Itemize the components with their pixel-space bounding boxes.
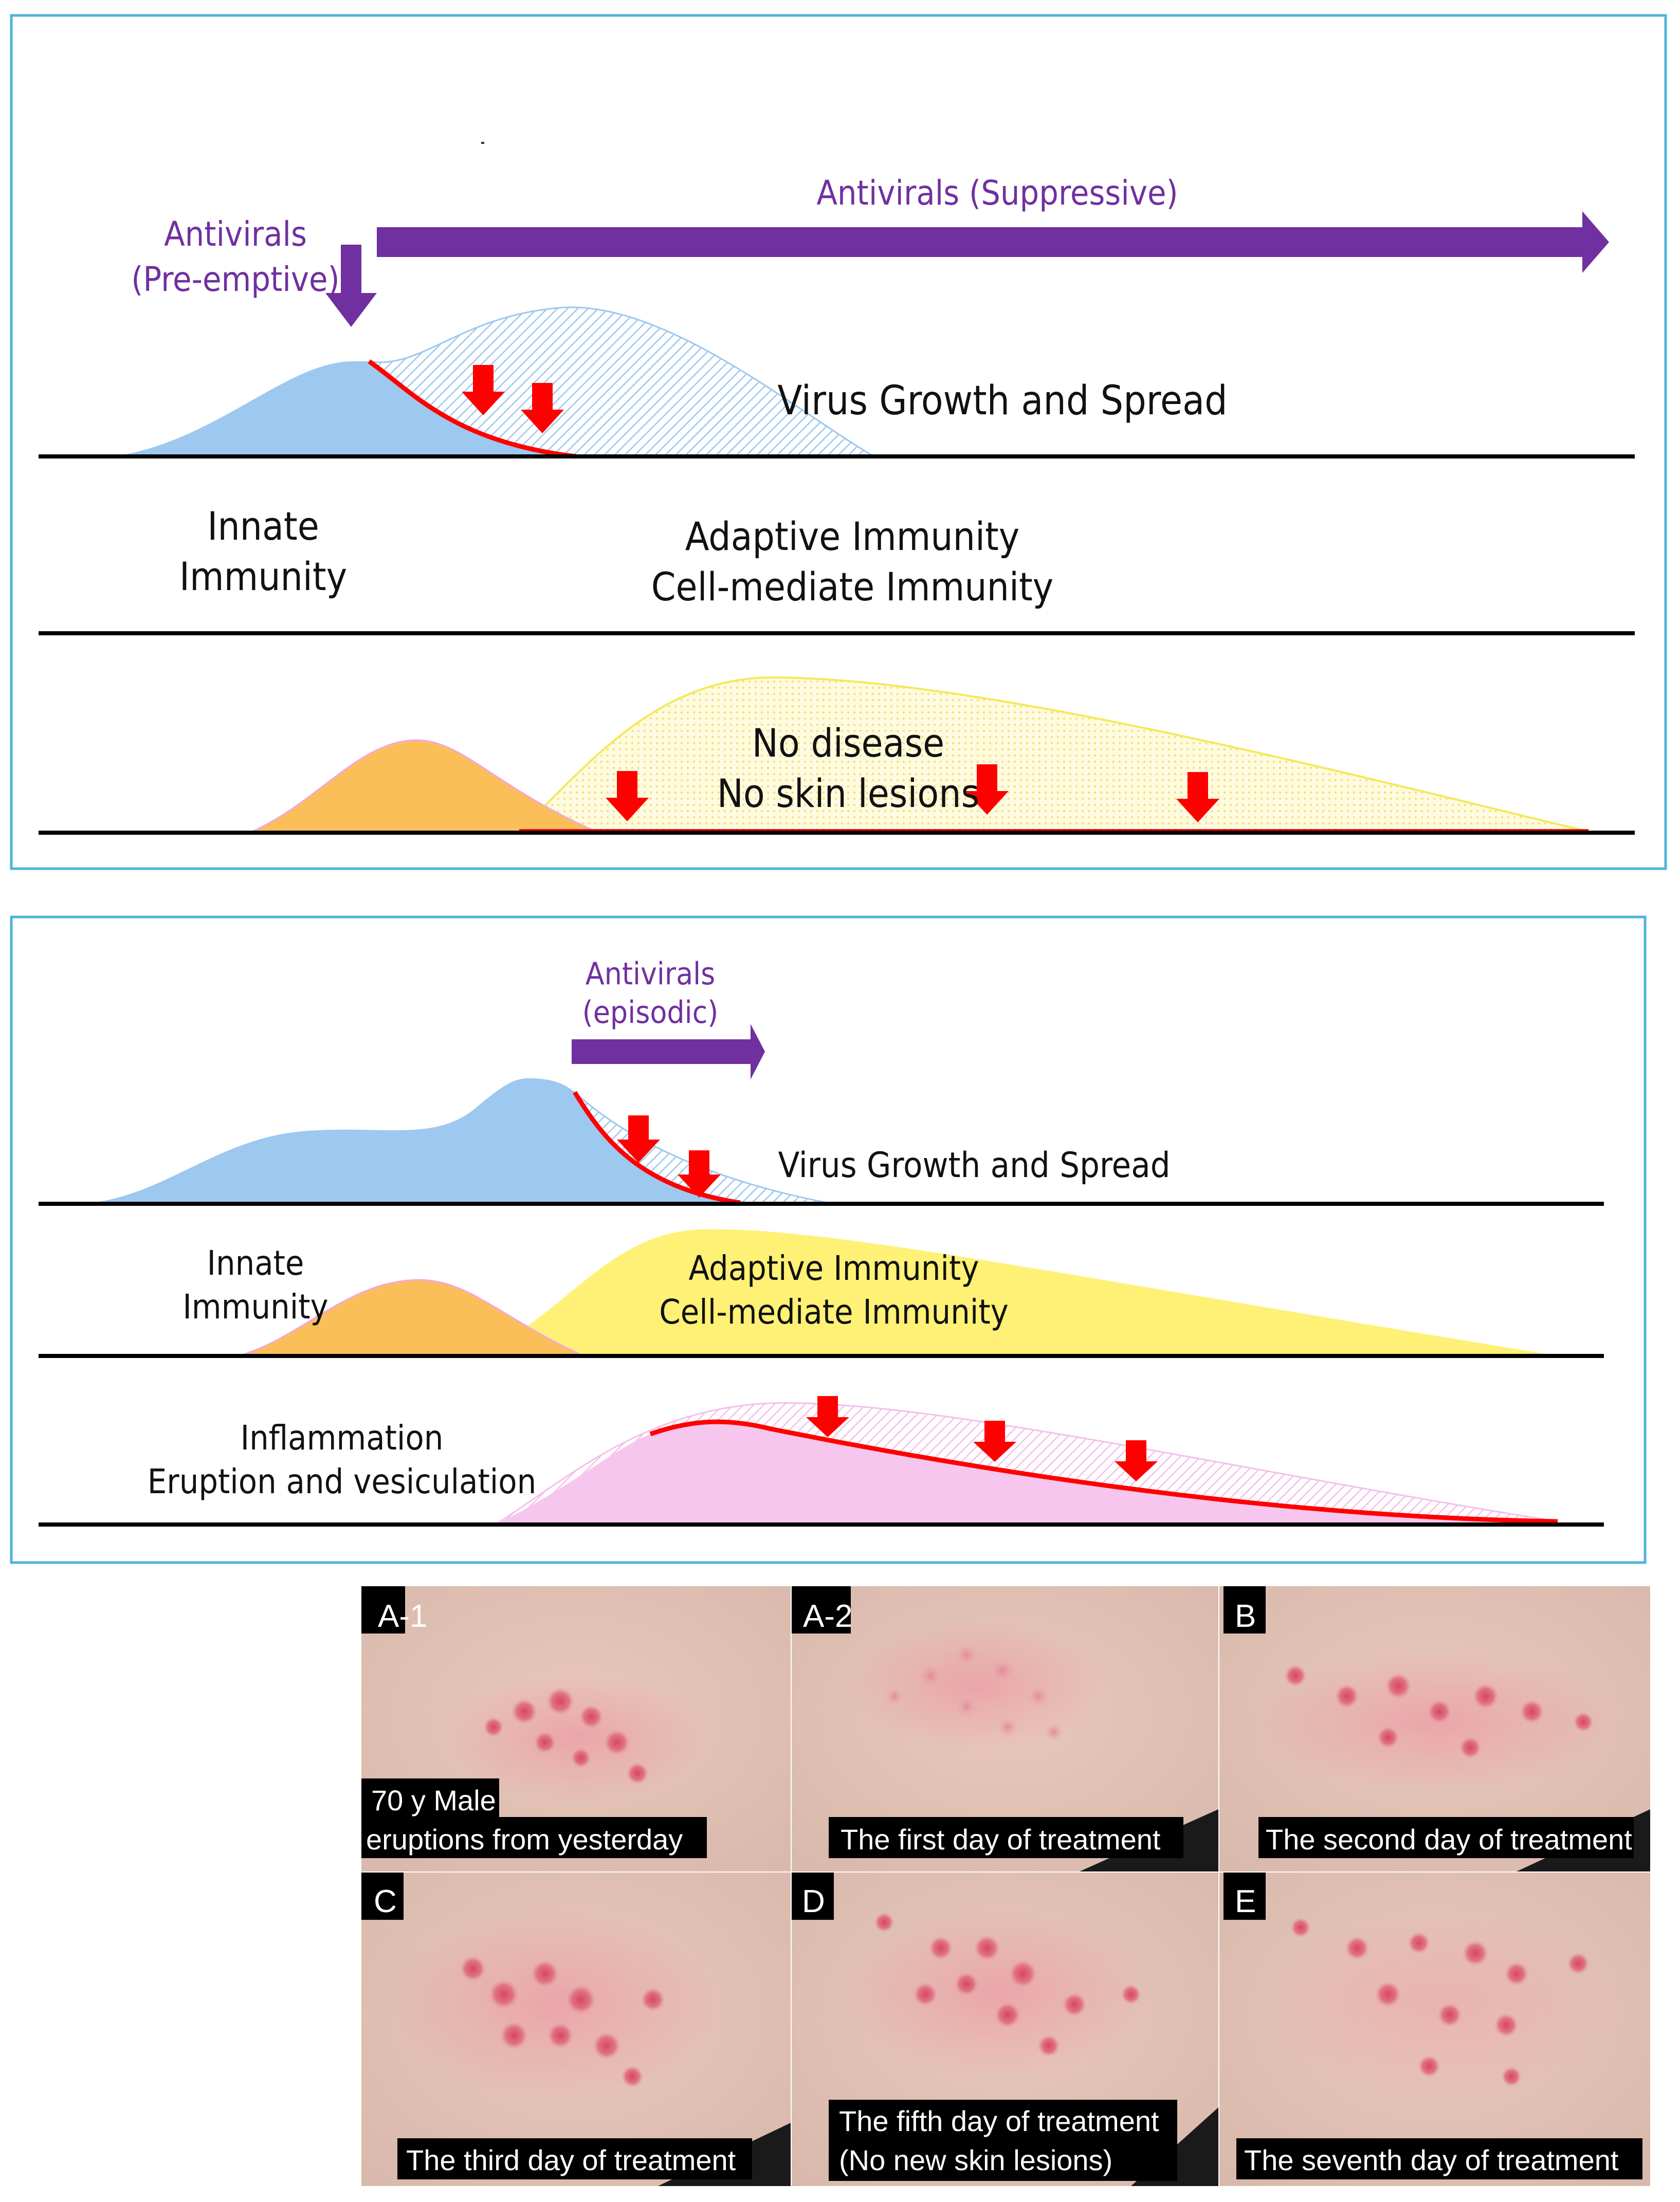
red-down-arrow — [1115, 1440, 1158, 1481]
virus-curve-panel1 — [113, 361, 576, 456]
panel2-frame — [10, 915, 1647, 1564]
photo-b — [1219, 1586, 1650, 1871]
red-down-arrow — [973, 1421, 1016, 1462]
preemptive-label-line1: Antivirals — [164, 214, 307, 254]
photo-tag: A-2 — [803, 1599, 852, 1634]
red-down-arrow — [678, 1150, 721, 1198]
innate-immunity-curve-panel1 — [251, 739, 597, 833]
adaptive-immunity-dotted-curve — [517, 676, 1589, 833]
nodisease-label-line2: No skin lesions — [717, 770, 979, 816]
preemptive-antiviral-arrow — [325, 245, 377, 327]
inflammation-curve — [496, 1422, 1558, 1524]
inflammation-label-line1: Inflammation — [241, 1418, 444, 1458]
stray-dot — [481, 142, 484, 144]
innate-label-p2-line2: Immunity — [182, 1287, 328, 1327]
suppressive-label: Antivirals (Suppressive) — [816, 173, 1178, 213]
adaptive-label-line1: Adaptive Immunity — [685, 513, 1020, 559]
photo-tag: A-1 — [378, 1599, 427, 1634]
panel1-frame — [10, 14, 1667, 870]
innate-label-line1: Innate — [207, 503, 319, 549]
photo-tag: B — [1235, 1599, 1256, 1634]
red-down-arrow — [965, 764, 1009, 815]
innate-label-p2-line1: Innate — [207, 1243, 304, 1283]
photo-caption: (No new skin lesions) — [839, 2144, 1112, 2176]
photo-caption: The fifth day of treatment — [839, 2105, 1159, 2137]
innate-immunity-curve-panel2 — [241, 1279, 581, 1356]
red-down-arrow — [806, 1396, 849, 1437]
adaptive-label-p2-line1: Adaptive Immunity — [689, 1249, 979, 1288]
virus-decline-line-panel2 — [573, 1091, 741, 1205]
adaptive-immunity-curve-panel2 — [478, 1229, 1553, 1355]
adaptive-label-line2: Cell-mediate Immunity — [651, 564, 1053, 610]
photo-caption: eruptions from yesterday — [366, 1823, 683, 1856]
virus-untreated-hatched-curve — [369, 306, 877, 457]
episodic-label-line2: (episodic) — [582, 995, 719, 1031]
suppressive-antiviral-arrow — [377, 211, 1609, 273]
adaptive-label-p2-line2: Cell-mediate Immunity — [659, 1292, 1008, 1332]
red-down-arrow — [521, 383, 564, 433]
photo-grid: A-1 70 y Male eruptions from yesterday A… — [361, 1586, 1650, 2186]
photo-tag: D — [802, 1884, 825, 1919]
virus-label-panel2: Virus Growth and Spread — [778, 1145, 1170, 1186]
photo-e — [1219, 1873, 1650, 2186]
photo-a1 — [361, 1586, 791, 1871]
red-down-arrow — [606, 771, 649, 821]
virus-decline-line-panel1 — [368, 359, 576, 459]
virus-label-panel1: Virus Growth and Spread — [777, 378, 1227, 424]
photo-caption: The third day of treatment — [406, 2144, 736, 2176]
inflammation-decline-line — [649, 1419, 1558, 1524]
photo-tag: E — [1235, 1884, 1256, 1919]
photo-caption: The first day of treatment — [841, 1823, 1161, 1856]
photo-c — [361, 1873, 791, 2186]
nodisease-label-line1: No disease — [752, 720, 944, 766]
virus-curve-panel2 — [93, 1078, 740, 1203]
photo-caption: The seventh day of treatment — [1244, 2144, 1619, 2176]
inflammation-label-line2: Eruption and vesiculation — [148, 1462, 536, 1501]
photo-caption: The second day of treatment — [1266, 1823, 1632, 1856]
episodic-antiviral-arrow — [572, 1024, 765, 1079]
red-down-arrow — [462, 365, 505, 415]
photo-d — [792, 1873, 1218, 2186]
episodic-label-line1: Antivirals — [586, 956, 716, 992]
preemptive-label-line2: (Pre-emptive) — [131, 260, 339, 299]
photo-caption: 70 y Male — [371, 1784, 496, 1816]
photo-tag: C — [374, 1884, 397, 1919]
red-down-arrow — [617, 1115, 660, 1163]
photo-a2 — [792, 1586, 1218, 1871]
innate-label-line2: Immunity — [179, 554, 347, 599]
red-down-arrow — [1176, 772, 1219, 822]
